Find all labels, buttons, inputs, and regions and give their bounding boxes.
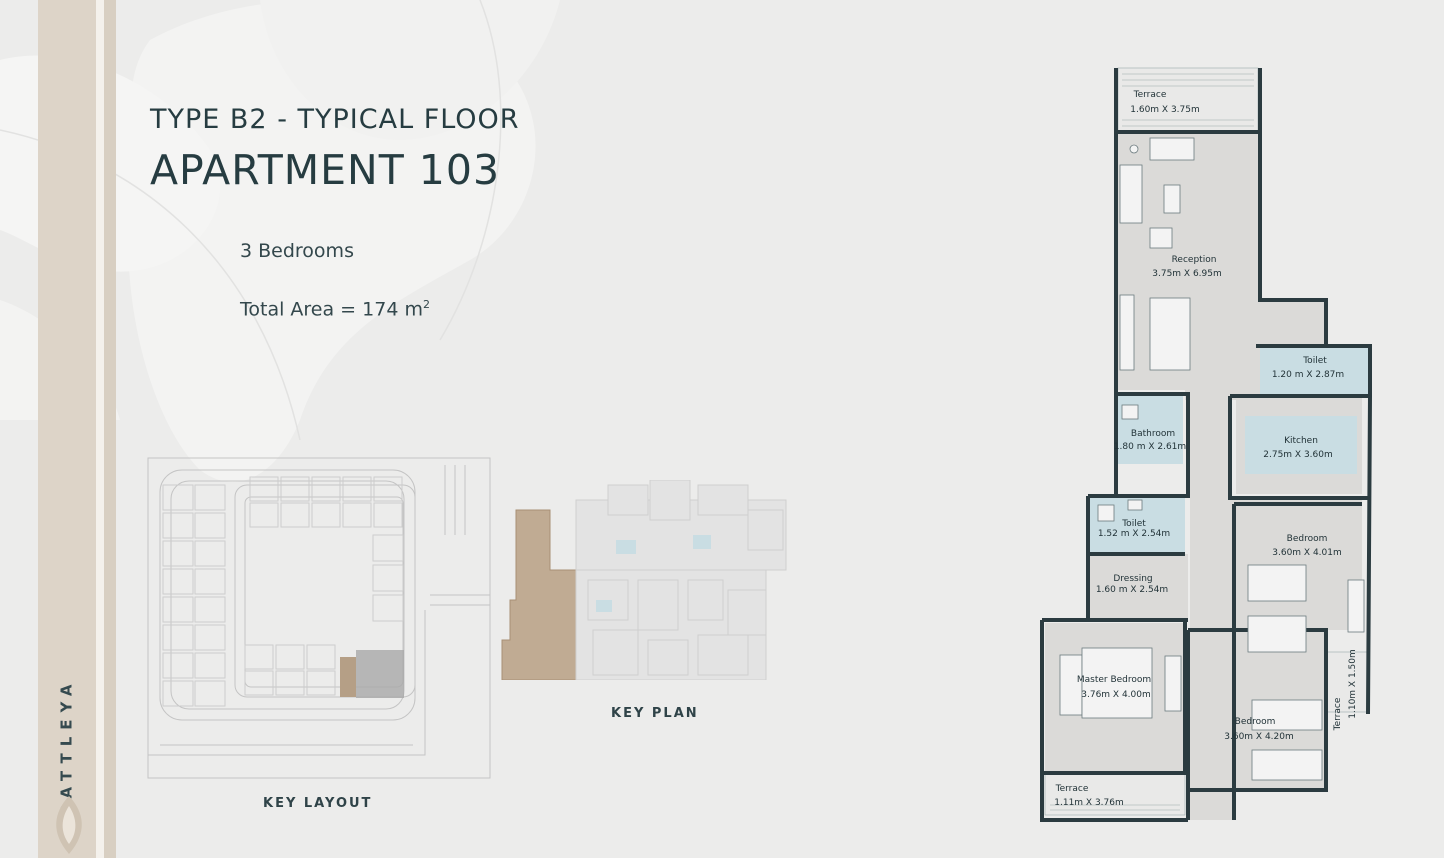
terrace-top-size: 1.60m X 3.75m xyxy=(1130,105,1200,115)
walls xyxy=(1040,68,1372,822)
key-plan-caption: KEY PLAN xyxy=(611,706,699,721)
furniture xyxy=(1059,137,1365,781)
terraces xyxy=(1044,67,1368,816)
terrace-top-name: Terrace xyxy=(1133,90,1167,100)
side-band-gap xyxy=(96,0,104,858)
bedroom-2-size: 3.60m X 4.20m xyxy=(1224,732,1294,742)
brand-logo-icon xyxy=(56,796,82,854)
bathroom-size: 1.80 m X 2.61m xyxy=(1114,442,1186,452)
bedroom-2-name: Bedroom xyxy=(1235,717,1276,727)
toilet-1-size: 1.20 m X 2.87m xyxy=(1272,370,1344,380)
reception-name: Reception xyxy=(1172,255,1217,265)
room-labels: Terrace 1.60m X 3.75m Reception 3.75m X … xyxy=(1054,90,1358,808)
key-layout-caption: KEY LAYOUT xyxy=(263,796,373,811)
side-band xyxy=(38,0,96,858)
terrace-bottom-name: Terrace xyxy=(1055,784,1089,794)
master-bedroom-size: 3.76m X 4.00m xyxy=(1081,690,1151,700)
page-subtitle: TYPE B2 - TYPICAL FLOOR xyxy=(150,104,520,135)
toilet-2-size: 1.52 m X 2.54m xyxy=(1098,529,1170,539)
bedroom-count: 3 Bedrooms xyxy=(240,240,354,262)
toilet-2-name: Toilet xyxy=(1121,519,1146,529)
master-bedroom-name: Master Bedroom xyxy=(1077,675,1151,685)
dressing-size: 1.60 m X 2.54m xyxy=(1096,585,1168,595)
bedroom-1-name: Bedroom xyxy=(1287,534,1328,544)
toilet-1-name: Toilet xyxy=(1302,356,1327,366)
dressing-name: Dressing xyxy=(1113,574,1152,584)
highlighted-unit-marker xyxy=(340,657,356,697)
bathroom-name: Bathroom xyxy=(1131,429,1175,439)
kitchen-name: Kitchen xyxy=(1284,436,1318,446)
terrace-side-size: 1.10m X 1.50m xyxy=(1348,649,1358,719)
terrace-bottom-size: 1.11m X 3.76m xyxy=(1054,798,1124,808)
total-area-unit-exponent: 2 xyxy=(422,298,430,311)
apartment-floor-plan: Terrace 1.60m X 3.75m Reception 3.75m X … xyxy=(1040,67,1372,822)
side-band-thin xyxy=(104,0,116,858)
page-title: APARTMENT 103 xyxy=(150,146,501,194)
key-plan xyxy=(501,480,787,680)
key-layout-plan xyxy=(147,457,491,779)
total-area-label: Total Area = 174 m xyxy=(240,298,423,321)
kitchen-size: 2.75m X 3.60m xyxy=(1263,450,1333,460)
terrace-side-name: Terrace xyxy=(1333,697,1343,731)
bedroom-1-size: 3.60m X 4.01m xyxy=(1272,548,1342,558)
reception-size: 3.75m X 6.95m xyxy=(1152,269,1222,279)
total-area: Total Area = 174 m2 xyxy=(240,298,430,320)
